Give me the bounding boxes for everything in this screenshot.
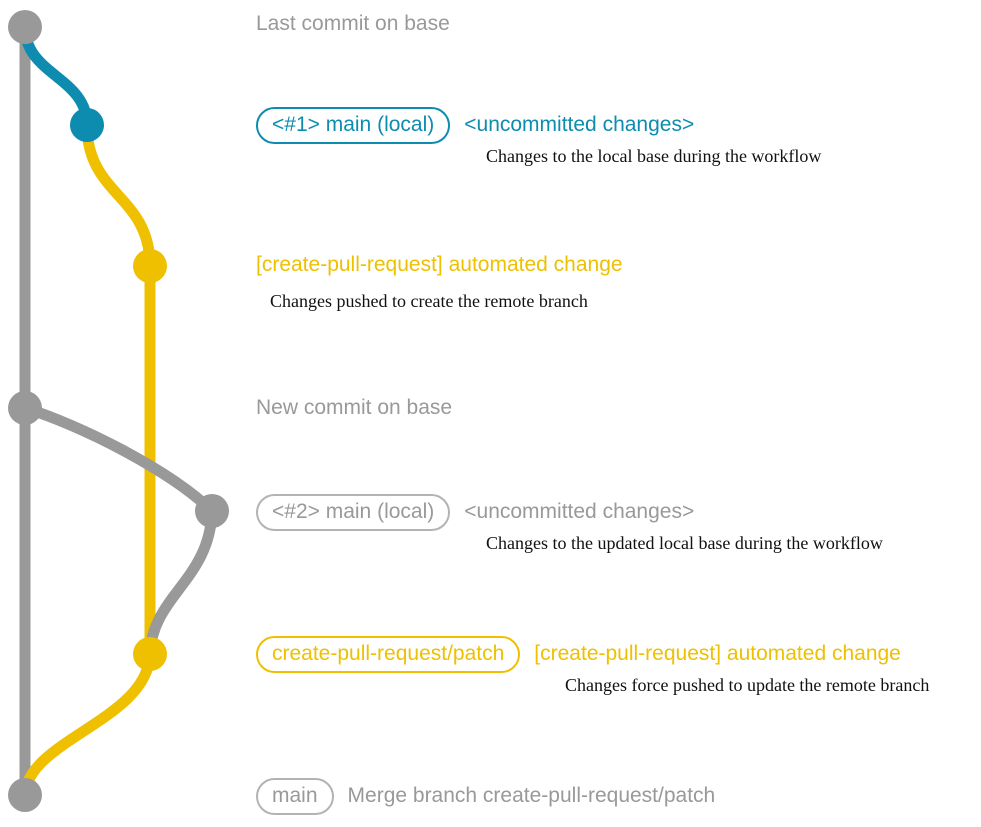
row-headline-local-main-2: <uncommitted changes> xyxy=(464,500,695,523)
row-merge-commit: main Merge branch create-pull-request/pa… xyxy=(256,778,716,816)
branch-badge-local-main-1[interactable]: <#1> main (local) xyxy=(256,107,451,145)
gray-side-branch-in-line xyxy=(144,505,218,660)
row-headline-new-commit-on-base: New commit on base xyxy=(256,396,453,419)
branch-badge-create-pull-request-patch[interactable]: create-pull-request/patch xyxy=(256,636,521,674)
yellow-merge-line xyxy=(19,648,156,801)
row-headline-local-main-1: <uncommitted changes> xyxy=(464,113,695,136)
node-local-main-2[interactable] xyxy=(195,494,229,528)
row-description-local-main-2: Changes to the updated local base during… xyxy=(486,533,883,553)
row-description-automated-change-update: Changes force pushed to update the remot… xyxy=(565,675,930,695)
row-last-commit-on-base: Last commit on base xyxy=(256,12,450,36)
row-description-local-main-1: Changes to the local base during the wor… xyxy=(486,146,822,166)
row-automated-change-update: create-pull-request/patch [create-pull-r… xyxy=(256,636,901,674)
row-headline-automated-change-update: [create-pull-request] automated change xyxy=(534,642,901,665)
row-headline-last-commit-on-base: Last commit on base xyxy=(256,12,450,35)
gray-side-branch-out-line xyxy=(19,402,218,517)
node-automated-change-update[interactable] xyxy=(133,637,167,671)
branch-badge-main[interactable]: main xyxy=(256,778,334,816)
row-local-main-2: <#2> main (local) <uncommitted changes> xyxy=(256,494,695,532)
node-last-commit-on-base[interactable] xyxy=(8,10,42,44)
node-new-commit-on-base[interactable] xyxy=(8,391,42,425)
branch-badge-local-main-2[interactable]: <#2> main (local) xyxy=(256,494,451,532)
row-automated-change-create: [create-pull-request] automated change xyxy=(256,253,623,277)
row-headline-automated-change-create: [create-pull-request] automated change xyxy=(256,253,623,276)
node-local-main-1[interactable] xyxy=(70,108,104,142)
node-automated-change-create[interactable] xyxy=(133,249,167,283)
row-headline-merge-commit: Merge branch create-pull-request/patch xyxy=(347,784,716,807)
blue-branch-line xyxy=(19,21,93,131)
node-merge-commit[interactable] xyxy=(8,778,42,812)
row-local-main-1: <#1> main (local) <uncommitted changes> xyxy=(256,107,695,145)
row-description-automated-change-create: Changes pushed to create the remote bran… xyxy=(270,291,588,311)
row-new-commit-on-base: New commit on base xyxy=(256,396,452,420)
yellow-branch-upper-line xyxy=(81,119,156,272)
